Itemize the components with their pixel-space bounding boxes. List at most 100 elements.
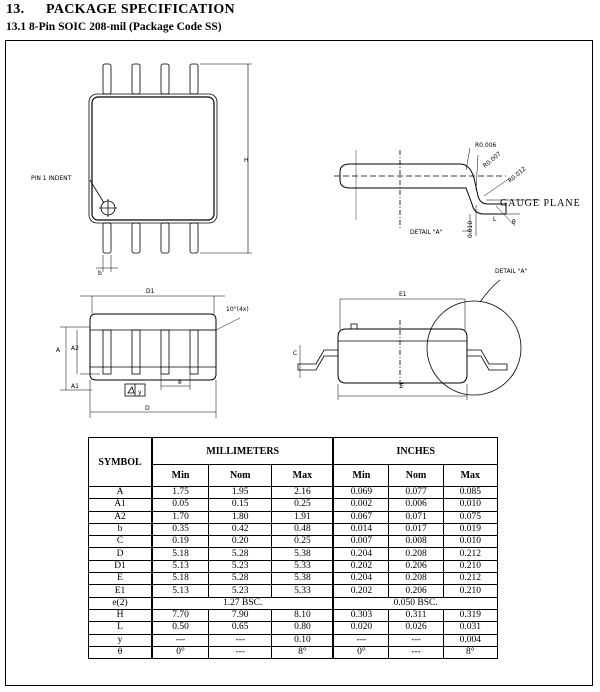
- mm-value-cell: 7.90: [208, 608, 273, 623]
- radius-012-label: R0.012: [507, 165, 528, 184]
- symbol-cell: L: [88, 621, 153, 635]
- mm-value-cell: ---: [208, 645, 273, 660]
- inch-value-cell: 0.212: [442, 547, 499, 561]
- mm-value-cell: 0.25: [271, 535, 335, 549]
- inch-value-cell: 0.010: [442, 535, 499, 549]
- inch-value-cell: 0.204: [332, 572, 390, 586]
- symbol-cell: θ: [88, 645, 153, 660]
- mm-value-cell: 5.33: [271, 584, 335, 598]
- symbol-cell: H: [88, 608, 153, 623]
- inch-value-cell: 0.212: [442, 572, 499, 586]
- mm-value-cell: 0.42: [208, 522, 273, 537]
- section-subtitle: 13.1 8-Pin SOIC 208-mil (Package Code SS…: [6, 21, 222, 33]
- mm-value-cell: 0.80: [271, 621, 335, 635]
- dim-a1-label: A1: [71, 383, 79, 390]
- inch-value-cell: 0.014: [332, 522, 390, 537]
- dim-0010-label: 0.010: [467, 221, 474, 238]
- inch-value-cell: 0.208: [388, 547, 444, 561]
- inch-value-cell: 0.069: [332, 485, 390, 500]
- inch-value-cell: 0.206: [388, 584, 444, 598]
- dimension-table: SYMBOL MILLIMETERS INCHES Min Nom Max Mi…: [88, 437, 499, 660]
- radius-006-label: R0.006: [475, 142, 497, 149]
- symbol-cell: A1: [88, 498, 153, 512]
- inch-value-cell: 0.026: [388, 621, 444, 635]
- inch-value-cell: ---: [388, 645, 444, 660]
- mm-value-cell: 5.23: [208, 584, 273, 598]
- mm-value-cell: 5.33: [271, 559, 335, 574]
- inch-value-cell: 0.208: [388, 572, 444, 586]
- mm-value-cell: 0.15: [208, 498, 273, 512]
- inch-value-cell: 0.206: [388, 559, 444, 574]
- inch-value-cell: 0.002: [332, 498, 390, 512]
- dim-h-label: H: [244, 157, 249, 164]
- in-min-header: Min: [332, 464, 390, 487]
- dim-e-pitch-label: e: [178, 379, 182, 386]
- section-number: 13.: [6, 2, 25, 17]
- symbol-cell: E1: [88, 584, 153, 598]
- symbol-cell: D1: [88, 559, 153, 574]
- angle-label: 10°(4x): [226, 306, 249, 313]
- inch-value-cell: 0.008: [388, 535, 444, 549]
- mm-value-cell: ---: [208, 633, 273, 647]
- inch-value-cell: 0.311: [388, 608, 444, 623]
- mm-value-cell: 5.38: [271, 547, 335, 561]
- package-drawing-frame: [5, 40, 593, 686]
- symbol-cell: A2: [88, 510, 153, 524]
- dim-a2-label: A2: [71, 345, 79, 352]
- mm-value-cell: 2.16: [271, 485, 335, 500]
- inch-value-cell: 0.319: [442, 608, 499, 623]
- mm-value-cell: 0.20: [208, 535, 273, 549]
- mm-max-header: Max: [271, 464, 335, 487]
- symbol-header: SYMBOL: [88, 437, 153, 487]
- inch-value-cell: 0.007: [332, 535, 390, 549]
- inch-value-cell: 0.075: [442, 510, 499, 524]
- symbol-cell: A: [88, 485, 153, 500]
- pin1-indent-label: PIN 1 INDENT: [31, 175, 72, 182]
- inch-value-cell: 0.010: [442, 498, 499, 512]
- symbol-cell: e(2): [88, 596, 153, 610]
- radius-007-label: R0.007: [482, 150, 503, 169]
- dim-d1-label: D1: [146, 288, 155, 295]
- mm-value-cell: 0.65: [208, 621, 273, 635]
- theta-label: θ: [512, 219, 516, 226]
- symbol-cell: C: [88, 535, 153, 549]
- mm-value-cell: 7.70: [151, 608, 210, 623]
- side-view-end: [297, 279, 522, 400]
- inch-value-cell: 0.020: [332, 621, 390, 635]
- inch-value-cell: 0.210: [442, 584, 499, 598]
- mm-value-cell: ---: [151, 633, 210, 647]
- mm-value-cell: 5.18: [151, 547, 210, 561]
- mm-value-cell: 0.50: [151, 621, 210, 635]
- mm-value-cell: 0.10: [271, 633, 335, 647]
- mm-value-cell: 5.38: [271, 572, 335, 586]
- dim-a-label: A: [56, 347, 61, 354]
- inch-value-cell: 0.017: [388, 522, 444, 537]
- inch-value-cell: 0.202: [332, 584, 390, 598]
- mm-value-cell: 5.23: [208, 559, 273, 574]
- dim-b-label: b: [98, 270, 102, 277]
- symbol-cell: y: [88, 633, 153, 647]
- mm-nom-header: Nom: [208, 464, 273, 487]
- dim-c-label: C: [293, 350, 297, 357]
- inches-header: INCHES: [332, 437, 499, 465]
- gauge-plane-label: GAUGE PLANE: [500, 198, 581, 209]
- mm-value-cell: 0.25: [271, 498, 335, 512]
- inch-value-cell: 0.031: [442, 621, 499, 635]
- inch-value-cell: 0.071: [388, 510, 444, 524]
- in-nom-header: Nom: [388, 464, 444, 487]
- side-view-front: [60, 295, 241, 418]
- mm-value-cell: 1.95: [208, 485, 273, 500]
- detail-a-callout: DETAIL "A": [495, 268, 528, 275]
- mm-value-cell: 1.91: [271, 510, 335, 524]
- inch-value-cell: 0.077: [388, 485, 444, 500]
- table-row: e(2)1.27 BSC.0.050 BSC.: [88, 596, 499, 610]
